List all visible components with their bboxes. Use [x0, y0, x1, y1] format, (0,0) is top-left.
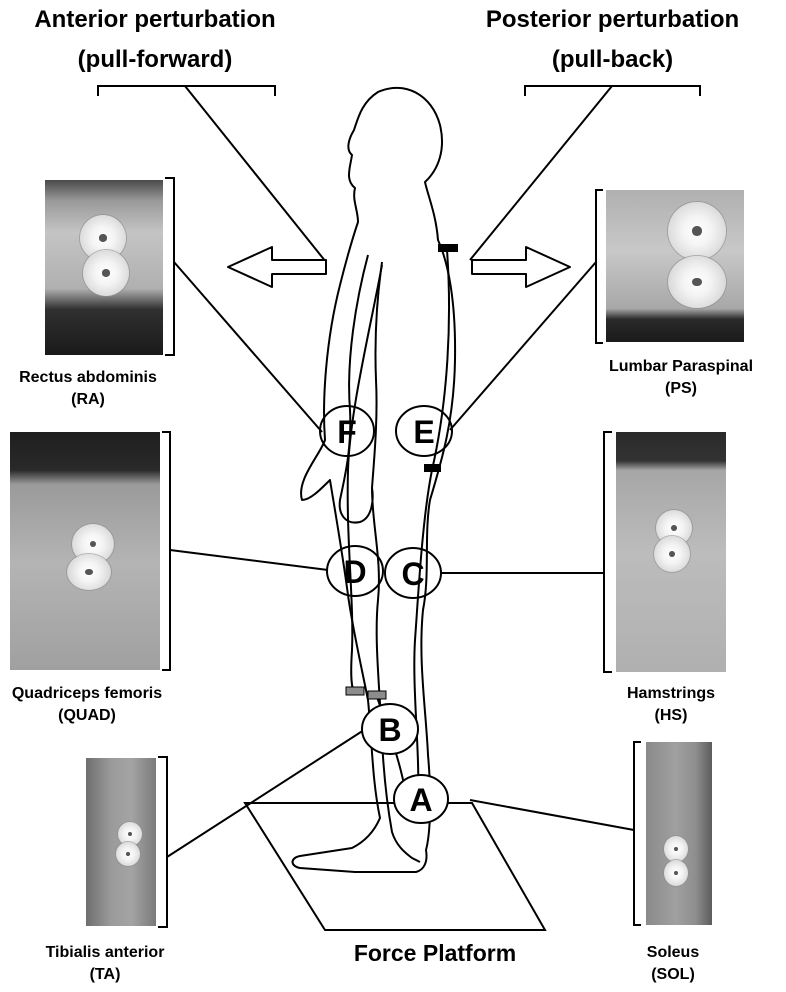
sol-photo-bracket — [633, 741, 641, 926]
electrode-pad — [668, 256, 726, 308]
site-letter-c: C — [401, 556, 424, 592]
site-letter-e: E — [413, 414, 434, 450]
photo-hamstrings — [616, 432, 726, 672]
photo-quadriceps-femoris — [10, 432, 160, 670]
ps-photo-bracket — [595, 189, 603, 344]
sensor-box-back — [438, 244, 458, 252]
label-quadriceps-femoris-name: Quadriceps femoris — [11, 685, 163, 702]
label-soleus: Soleus (SOL) — [610, 942, 736, 986]
connector-ra — [173, 261, 323, 433]
label-rectus-abdominis-abbr: (RA) — [71, 391, 105, 408]
force-platform-label: Force Platform — [353, 940, 517, 966]
posterior-heading: Posterior perturbation (pull-back) — [440, 4, 785, 76]
electrode-pad — [668, 202, 726, 260]
label-quadriceps-femoris-abbr: (QUAD) — [58, 707, 116, 724]
ra-photo-bracket — [165, 177, 175, 356]
label-quadriceps-femoris: Quadriceps femoris (QUAD) — [0, 683, 174, 727]
label-lumbar-paraspinal-name: Lumbar Paraspinal — [608, 358, 754, 375]
force-platform — [243, 802, 547, 931]
arm-outline — [338, 254, 383, 524]
site-circle-a — [393, 774, 449, 824]
electrode-pad — [664, 836, 688, 862]
sensor-box-knee-rear — [367, 690, 387, 700]
site-letter-b: B — [378, 712, 401, 748]
emg-cable-anterior — [346, 264, 383, 695]
photo-rectus-abdominis — [45, 180, 163, 355]
quad-photo-bracket — [162, 431, 171, 671]
sensor-box-thigh — [424, 464, 441, 472]
label-lumbar-paraspinal-abbr: (PS) — [665, 380, 697, 397]
label-hamstrings-abbr: (HS) — [654, 707, 688, 724]
electrode-pad — [654, 536, 690, 572]
photo-tibialis-anterior — [86, 758, 156, 926]
site-letter-f: F — [337, 414, 357, 450]
site-letter-a: A — [409, 782, 432, 818]
electrode-pad — [67, 554, 111, 590]
label-lumbar-paraspinal: Lumbar Paraspinal (PS) — [576, 356, 786, 400]
sensor-box-knee-front — [345, 686, 365, 696]
human-figure-outline — [291, 86, 457, 873]
posterior-pull-line — [469, 85, 613, 261]
anterior-heading-bracket — [97, 85, 276, 96]
label-rectus-abdominis-name: Rectus abdominis — [19, 369, 157, 386]
connector-quad — [169, 549, 329, 571]
electrode-pad — [664, 860, 688, 886]
backward-arrow-icon — [471, 246, 571, 288]
electrode-pad — [83, 250, 129, 296]
photo-soleus — [646, 742, 712, 925]
posterior-heading-line1: Posterior perturbation — [485, 6, 740, 33]
forward-arrow-icon — [227, 246, 327, 288]
site-circle-b — [361, 703, 419, 755]
label-hamstrings: Hamstrings (HS) — [596, 683, 746, 727]
anterior-pull-line — [184, 85, 327, 263]
connector-sol — [469, 799, 635, 831]
site-circle-e — [395, 405, 453, 457]
label-soleus-name: Soleus — [646, 944, 700, 961]
site-circle-c — [384, 547, 442, 599]
photo-lumbar-paraspinal — [606, 190, 744, 342]
label-rectus-abdominis: Rectus abdominis (RA) — [0, 367, 176, 411]
site-letter-d: D — [343, 554, 366, 590]
electrode-pad — [116, 842, 140, 866]
posterior-heading-line2: (pull-back) — [551, 46, 674, 73]
emg-cable-posterior — [413, 249, 451, 801]
site-circle-f — [319, 405, 375, 457]
ta-photo-bracket — [158, 756, 168, 928]
anterior-heading: Anterior perturbation (pull-forward) — [5, 4, 305, 76]
connector-ps — [449, 261, 597, 431]
label-tibialis-anterior-name: Tibialis anterior — [45, 944, 165, 961]
label-tibialis-anterior: Tibialis anterior (TA) — [20, 942, 190, 986]
posterior-heading-bracket — [524, 85, 701, 96]
site-circle-d — [326, 545, 384, 597]
label-soleus-abbr: (SOL) — [651, 966, 695, 983]
anterior-heading-line1: Anterior perturbation — [34, 6, 276, 33]
hs-photo-bracket — [603, 431, 612, 673]
label-tibialis-anterior-abbr: (TA) — [89, 966, 121, 983]
label-hamstrings-name: Hamstrings — [626, 685, 716, 702]
anterior-heading-line2: (pull-forward) — [77, 46, 233, 73]
connector-ta — [166, 729, 365, 858]
